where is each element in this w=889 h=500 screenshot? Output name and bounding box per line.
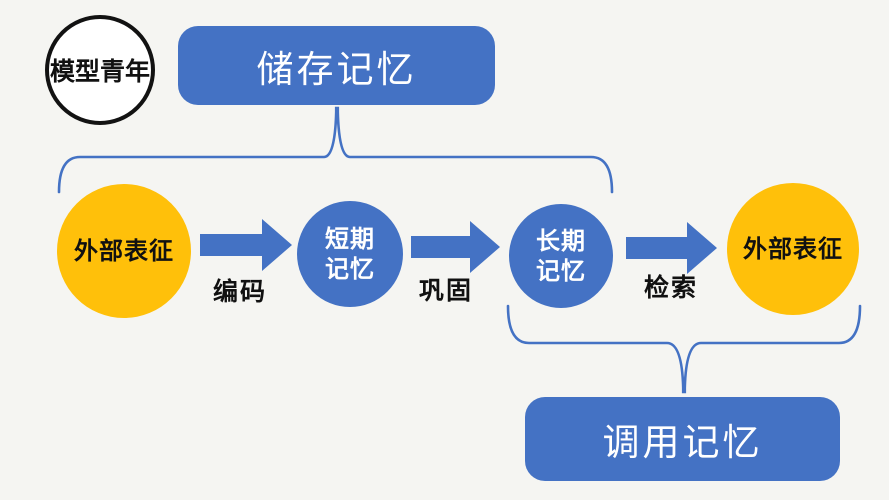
- node-label: 外部表征: [74, 237, 174, 265]
- node-label: 短期 记忆: [325, 225, 375, 283]
- arrow-label-retrieve: 检索: [643, 273, 698, 302]
- arrow-right-encode-icon: [200, 219, 292, 271]
- node-short-term-memory: 短期 记忆: [297, 201, 403, 307]
- arrow-right-retrieve-icon: [626, 222, 717, 274]
- arrow-label-encode: 编码: [212, 277, 267, 306]
- recall-memory-box: 调用记忆: [525, 397, 840, 481]
- bottom-brace: [506, 304, 862, 394]
- node-external-representation-left: 外部表征: [57, 184, 191, 318]
- node-external-representation-right: 外部表征: [727, 183, 859, 315]
- recall-memory-label: 调用记忆: [602, 421, 763, 464]
- node-label: 外部表征: [743, 235, 843, 263]
- top-brace: [57, 106, 614, 194]
- brand-logo-text: 模型青年: [49, 57, 150, 86]
- node-label: 长期 记忆: [536, 227, 586, 285]
- store-memory-label: 储存记忆: [256, 47, 417, 91]
- arrow-right-consolidate-icon: [411, 221, 500, 273]
- brand-logo: 模型青年: [45, 15, 155, 125]
- store-memory-box: 储存记忆: [178, 26, 495, 105]
- node-long-term-memory: 长期 记忆: [509, 204, 613, 308]
- arrow-label-consolidate: 巩固: [418, 276, 473, 305]
